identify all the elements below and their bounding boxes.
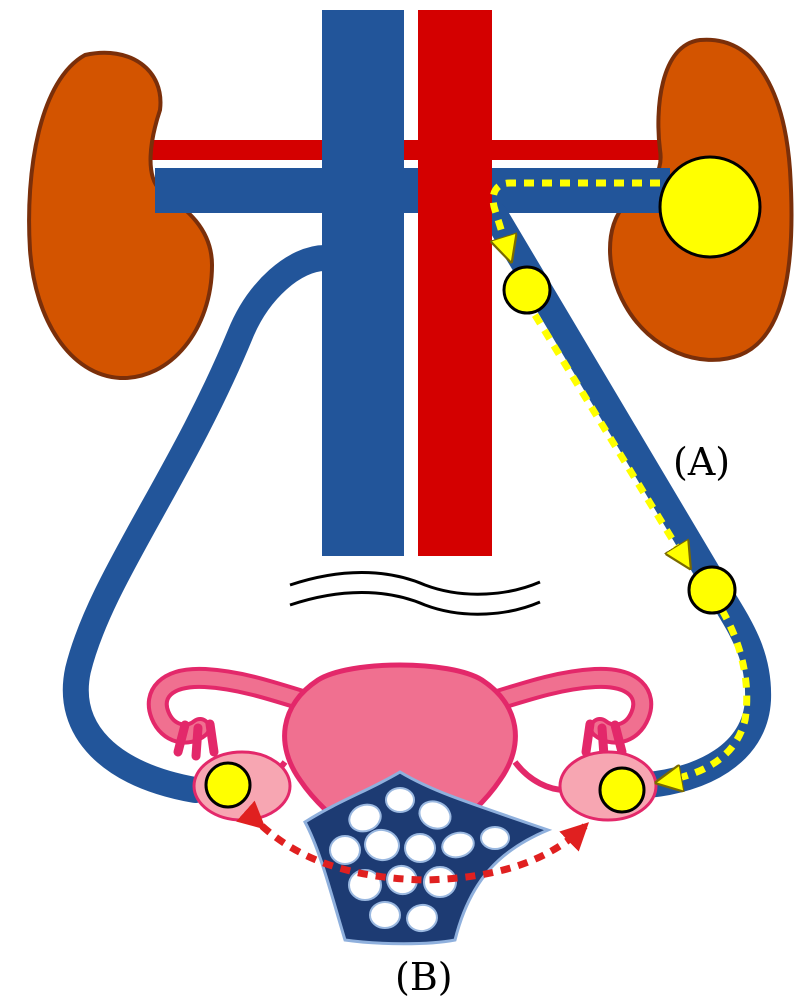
- renal-artery: [150, 140, 670, 160]
- route-b-label: (B): [395, 955, 453, 999]
- tumor-nodule-icon: [660, 157, 760, 257]
- renal-vein: [155, 168, 670, 213]
- inferior-vena-cava: [322, 10, 404, 556]
- axis-break-icon: [290, 572, 540, 614]
- tumor-nodule-icon: [206, 763, 250, 807]
- abdominal-aorta: [418, 10, 492, 556]
- route-a-arrow-2: [535, 315, 688, 565]
- tumor-nodule-icon: [600, 768, 644, 812]
- tumor-nodule-icon: [689, 567, 735, 613]
- tumor-nodule-icon: [504, 267, 550, 313]
- left-kidney-icon: [29, 53, 212, 378]
- route-a-label: (A): [673, 440, 730, 484]
